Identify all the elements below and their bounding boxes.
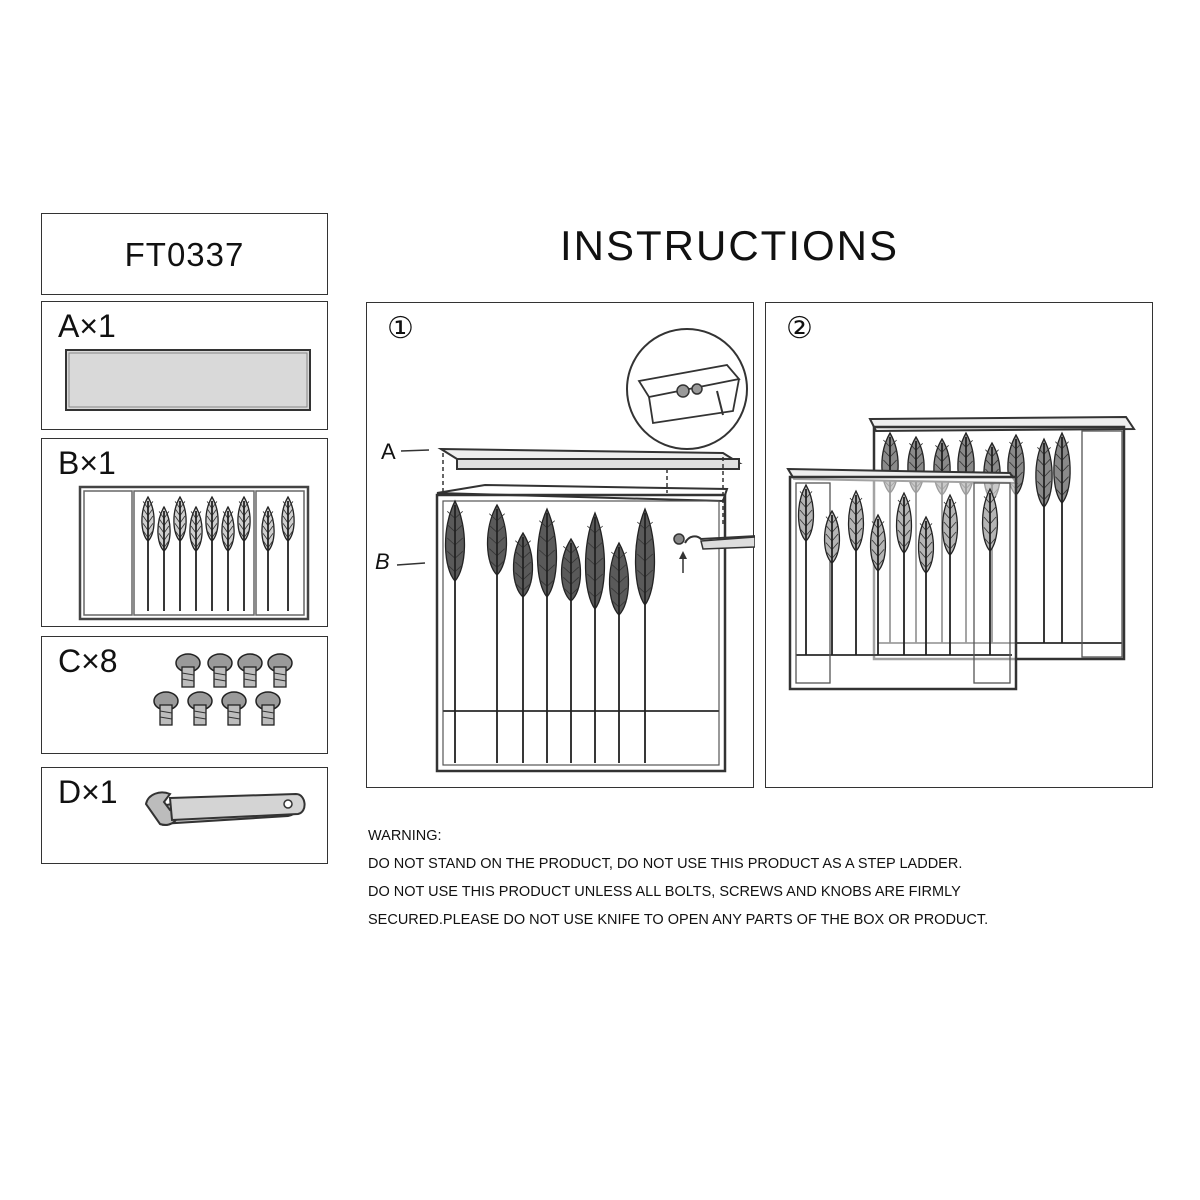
bolt-icon <box>153 653 293 726</box>
table-assembly-diagram <box>396 328 755 773</box>
bolt-icon <box>187 691 213 726</box>
callout-b: B <box>375 549 390 574</box>
warning-line-1: DO NOT STAND ON THE PRODUCT, DO NOT USE … <box>368 856 963 872</box>
part-b-box: B×1 <box>41 438 328 627</box>
part-c-box: C×8 <box>41 636 328 754</box>
bolt-icon <box>207 653 233 688</box>
part-a-box: A×1 <box>41 301 328 430</box>
part-b-label: B×1 <box>58 445 116 481</box>
part-d-label: D×1 <box>58 774 118 810</box>
nested-tables-diagram <box>786 415 1136 691</box>
part-c-label: C×8 <box>58 643 118 679</box>
warning-block: WARNING: DO NOT STAND ON THE PRODUCT, DO… <box>368 822 1148 934</box>
wrench-icon <box>144 791 306 826</box>
part-d-box: D×1 <box>41 767 328 864</box>
bolt-icon <box>255 691 281 726</box>
bolt-icon <box>153 691 179 726</box>
glass-panel-icon <box>65 349 311 411</box>
warning-line-2: DO NOT USE THIS PRODUCT UNLESS ALL BOLTS… <box>368 884 961 900</box>
callout-a: A <box>381 439 396 464</box>
bolt-icon <box>175 653 201 688</box>
model-number-box: FT0337 <box>41 213 328 295</box>
model-number: FT0337 <box>124 236 245 273</box>
bolt-icon <box>237 653 263 688</box>
leaf-frame-icon <box>78 485 310 621</box>
step-1-number: ① <box>387 312 414 345</box>
instructions-title: INSTRUCTIONS <box>560 222 899 269</box>
bolt-icon <box>221 691 247 726</box>
bolt-icon <box>267 653 293 688</box>
step-2-number: ② <box>786 312 813 345</box>
part-a-label: A×1 <box>58 308 116 344</box>
step-2-panel: ② <box>765 302 1153 788</box>
warning-heading: WARNING: <box>368 828 442 844</box>
warning-line-3: SECURED.PLEASE DO NOT USE KNIFE TO OPEN … <box>368 912 989 928</box>
step-1-panel: ① A B <box>366 302 755 788</box>
